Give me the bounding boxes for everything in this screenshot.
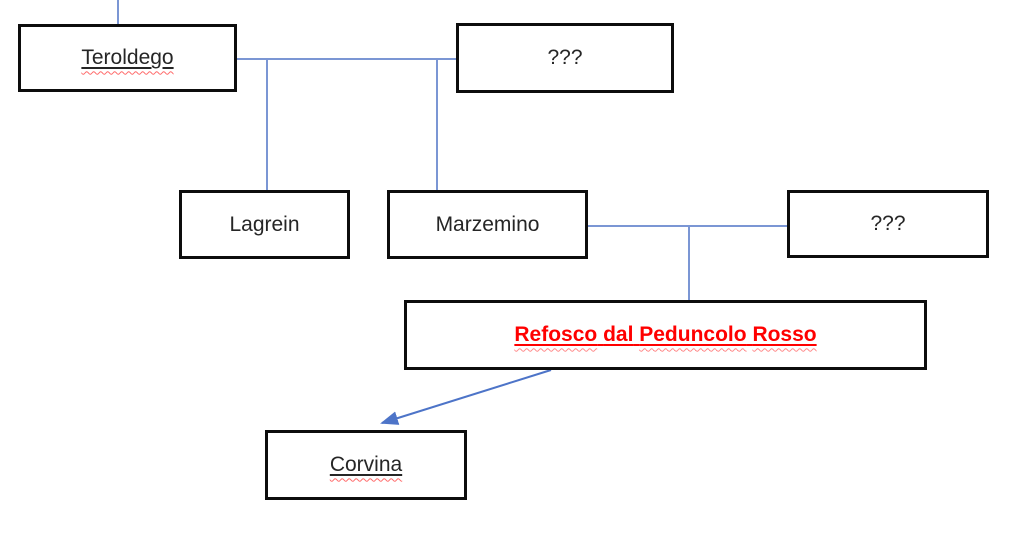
connector-marzemino-to-unknown-right [588,225,787,227]
node-refosco-word: dal [603,323,634,347]
connector-teroldego-to-unknown-top [237,58,456,60]
node-teroldego-label: Teroldego [81,45,173,70]
node-marzemino-label: Marzemino [435,212,540,236]
node-refosco-word: Peduncolo [639,323,747,347]
node-lagrein[interactable]: Lagrein [179,190,350,259]
connector-to-refosco [688,226,690,300]
node-unknown-top[interactable]: ??? [456,23,674,93]
node-lagrein-label: Lagrein [229,212,300,236]
connector-offscreen-to-teroldego [117,0,119,24]
node-corvina[interactable]: Corvina [265,430,467,500]
connector-to-lagrein [266,59,268,190]
node-refosco-word: Refosco [514,323,598,347]
node-teroldego[interactable]: Teroldego [18,24,237,92]
node-unknown-top-label: ??? [547,46,583,70]
node-marzemino[interactable]: Marzemino [387,190,588,259]
node-corvina-word: Corvina [329,453,403,477]
node-unknown-right-label: ??? [870,212,906,236]
node-teroldego-word: Teroldego [81,46,174,70]
node-unknown-right[interactable]: ??? [787,190,989,258]
node-refosco-word: Rosso [752,323,817,347]
node-refosco[interactable]: Refosco dal Peduncolo Rosso [404,300,927,370]
node-corvina-label: Corvina [330,452,402,477]
node-refosco-label: Refosco dal Peduncolo Rosso [514,322,816,347]
connector-to-marzemino [436,59,438,190]
